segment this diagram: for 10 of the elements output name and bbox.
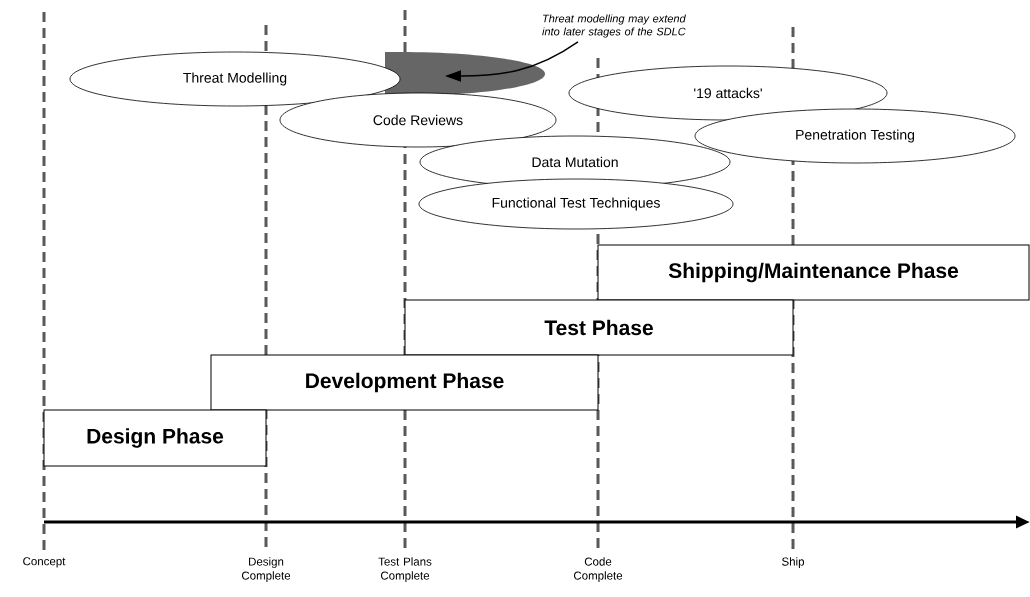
- milestone-label: Ship: [782, 557, 805, 568]
- milestone-label: Concept: [23, 557, 66, 568]
- phase-box: Test Phase: [404, 299, 794, 356]
- phase-box: Development Phase: [210, 354, 599, 411]
- milestone-label: Test Plans Complete: [378, 557, 432, 582]
- annotation: Threat modelling may extend into later stages of the SDLC: [542, 14, 686, 38]
- milestone-label: Code Complete: [574, 557, 623, 582]
- phase-box: Design Phase: [43, 409, 267, 467]
- phase-box: Shipping/Maintenance Phase: [597, 244, 1030, 301]
- milestone-label: Design Complete: [242, 557, 291, 582]
